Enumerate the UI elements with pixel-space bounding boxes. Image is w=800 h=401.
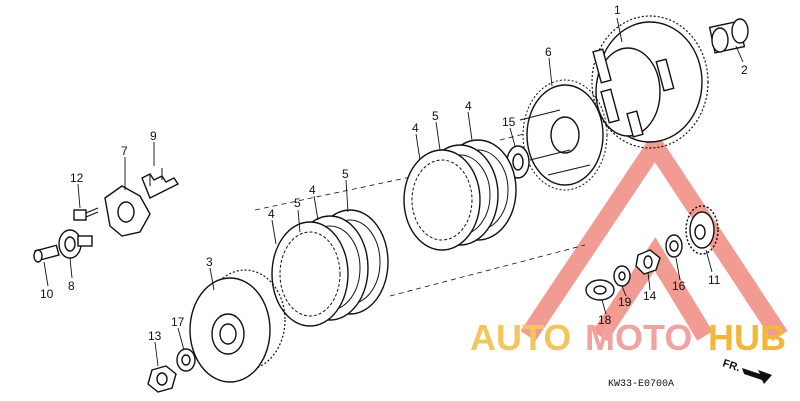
part-number-labels: 1 2 3 4 4 4 4 5 5 5 6 7 8 9 10 11 12 13 … bbox=[40, 3, 748, 343]
label-1: 1 bbox=[614, 3, 621, 17]
washer-17 bbox=[176, 348, 196, 372]
lock-nut-13 bbox=[147, 365, 177, 393]
front-direction-indicator: FR. bbox=[721, 357, 772, 384]
outer-guide-collar bbox=[708, 18, 749, 54]
label-5-b: 5 bbox=[342, 167, 349, 181]
watermark-brand-text: AUTO MOTO HUB bbox=[470, 317, 786, 358]
label-13: 13 bbox=[148, 329, 162, 343]
label-11: 11 bbox=[708, 273, 721, 287]
clutch-outer-housing bbox=[591, 15, 709, 149]
diagram-code: KW33-E0700A bbox=[608, 379, 674, 390]
primary-drive-plate bbox=[519, 79, 608, 191]
label-12: 12 bbox=[70, 171, 84, 185]
label-leader-lines bbox=[43, 17, 744, 367]
label-10: 10 bbox=[40, 287, 54, 301]
label-14: 14 bbox=[643, 289, 657, 303]
label-16: 16 bbox=[672, 279, 686, 293]
clutch-spring-9 bbox=[141, 168, 180, 199]
bolt-12 bbox=[73, 207, 99, 221]
label-8: 8 bbox=[68, 279, 75, 293]
label-9: 9 bbox=[150, 129, 157, 143]
label-5-c: 5 bbox=[432, 109, 439, 123]
clutch-center-hub bbox=[189, 269, 286, 383]
lock-nut-14 bbox=[635, 249, 661, 275]
label-15: 15 bbox=[502, 115, 516, 129]
label-17: 17 bbox=[171, 315, 185, 329]
brand-auto: AUTO bbox=[470, 317, 571, 358]
gear-11 bbox=[685, 205, 719, 255]
brand-moto: MOTO bbox=[585, 317, 692, 358]
label-3: 3 bbox=[206, 255, 213, 269]
label-4-b: 4 bbox=[309, 183, 316, 197]
label-4-a: 4 bbox=[268, 207, 275, 221]
label-19: 19 bbox=[618, 295, 632, 309]
label-2: 2 bbox=[741, 63, 748, 77]
front-arrow-icon bbox=[742, 368, 772, 384]
clutch-disc-stack-right bbox=[403, 139, 517, 251]
label-6: 6 bbox=[545, 45, 552, 59]
bearing-18 bbox=[585, 279, 615, 301]
lifter-rod-10 bbox=[33, 244, 60, 263]
lifter-bearing-8 bbox=[58, 229, 93, 259]
washer-16 bbox=[665, 234, 683, 258]
label-4-d: 4 bbox=[465, 99, 472, 113]
label-18: 18 bbox=[598, 313, 612, 327]
lifter-plate-7 bbox=[104, 185, 151, 237]
fr-label: FR. bbox=[721, 357, 742, 374]
label-4-c: 4 bbox=[412, 121, 419, 135]
clutch-disc-stack-left bbox=[271, 209, 389, 327]
label-5-a: 5 bbox=[294, 196, 301, 210]
washer-19 bbox=[613, 265, 631, 287]
label-7: 7 bbox=[121, 144, 128, 158]
brand-hub: HUB bbox=[708, 317, 786, 358]
